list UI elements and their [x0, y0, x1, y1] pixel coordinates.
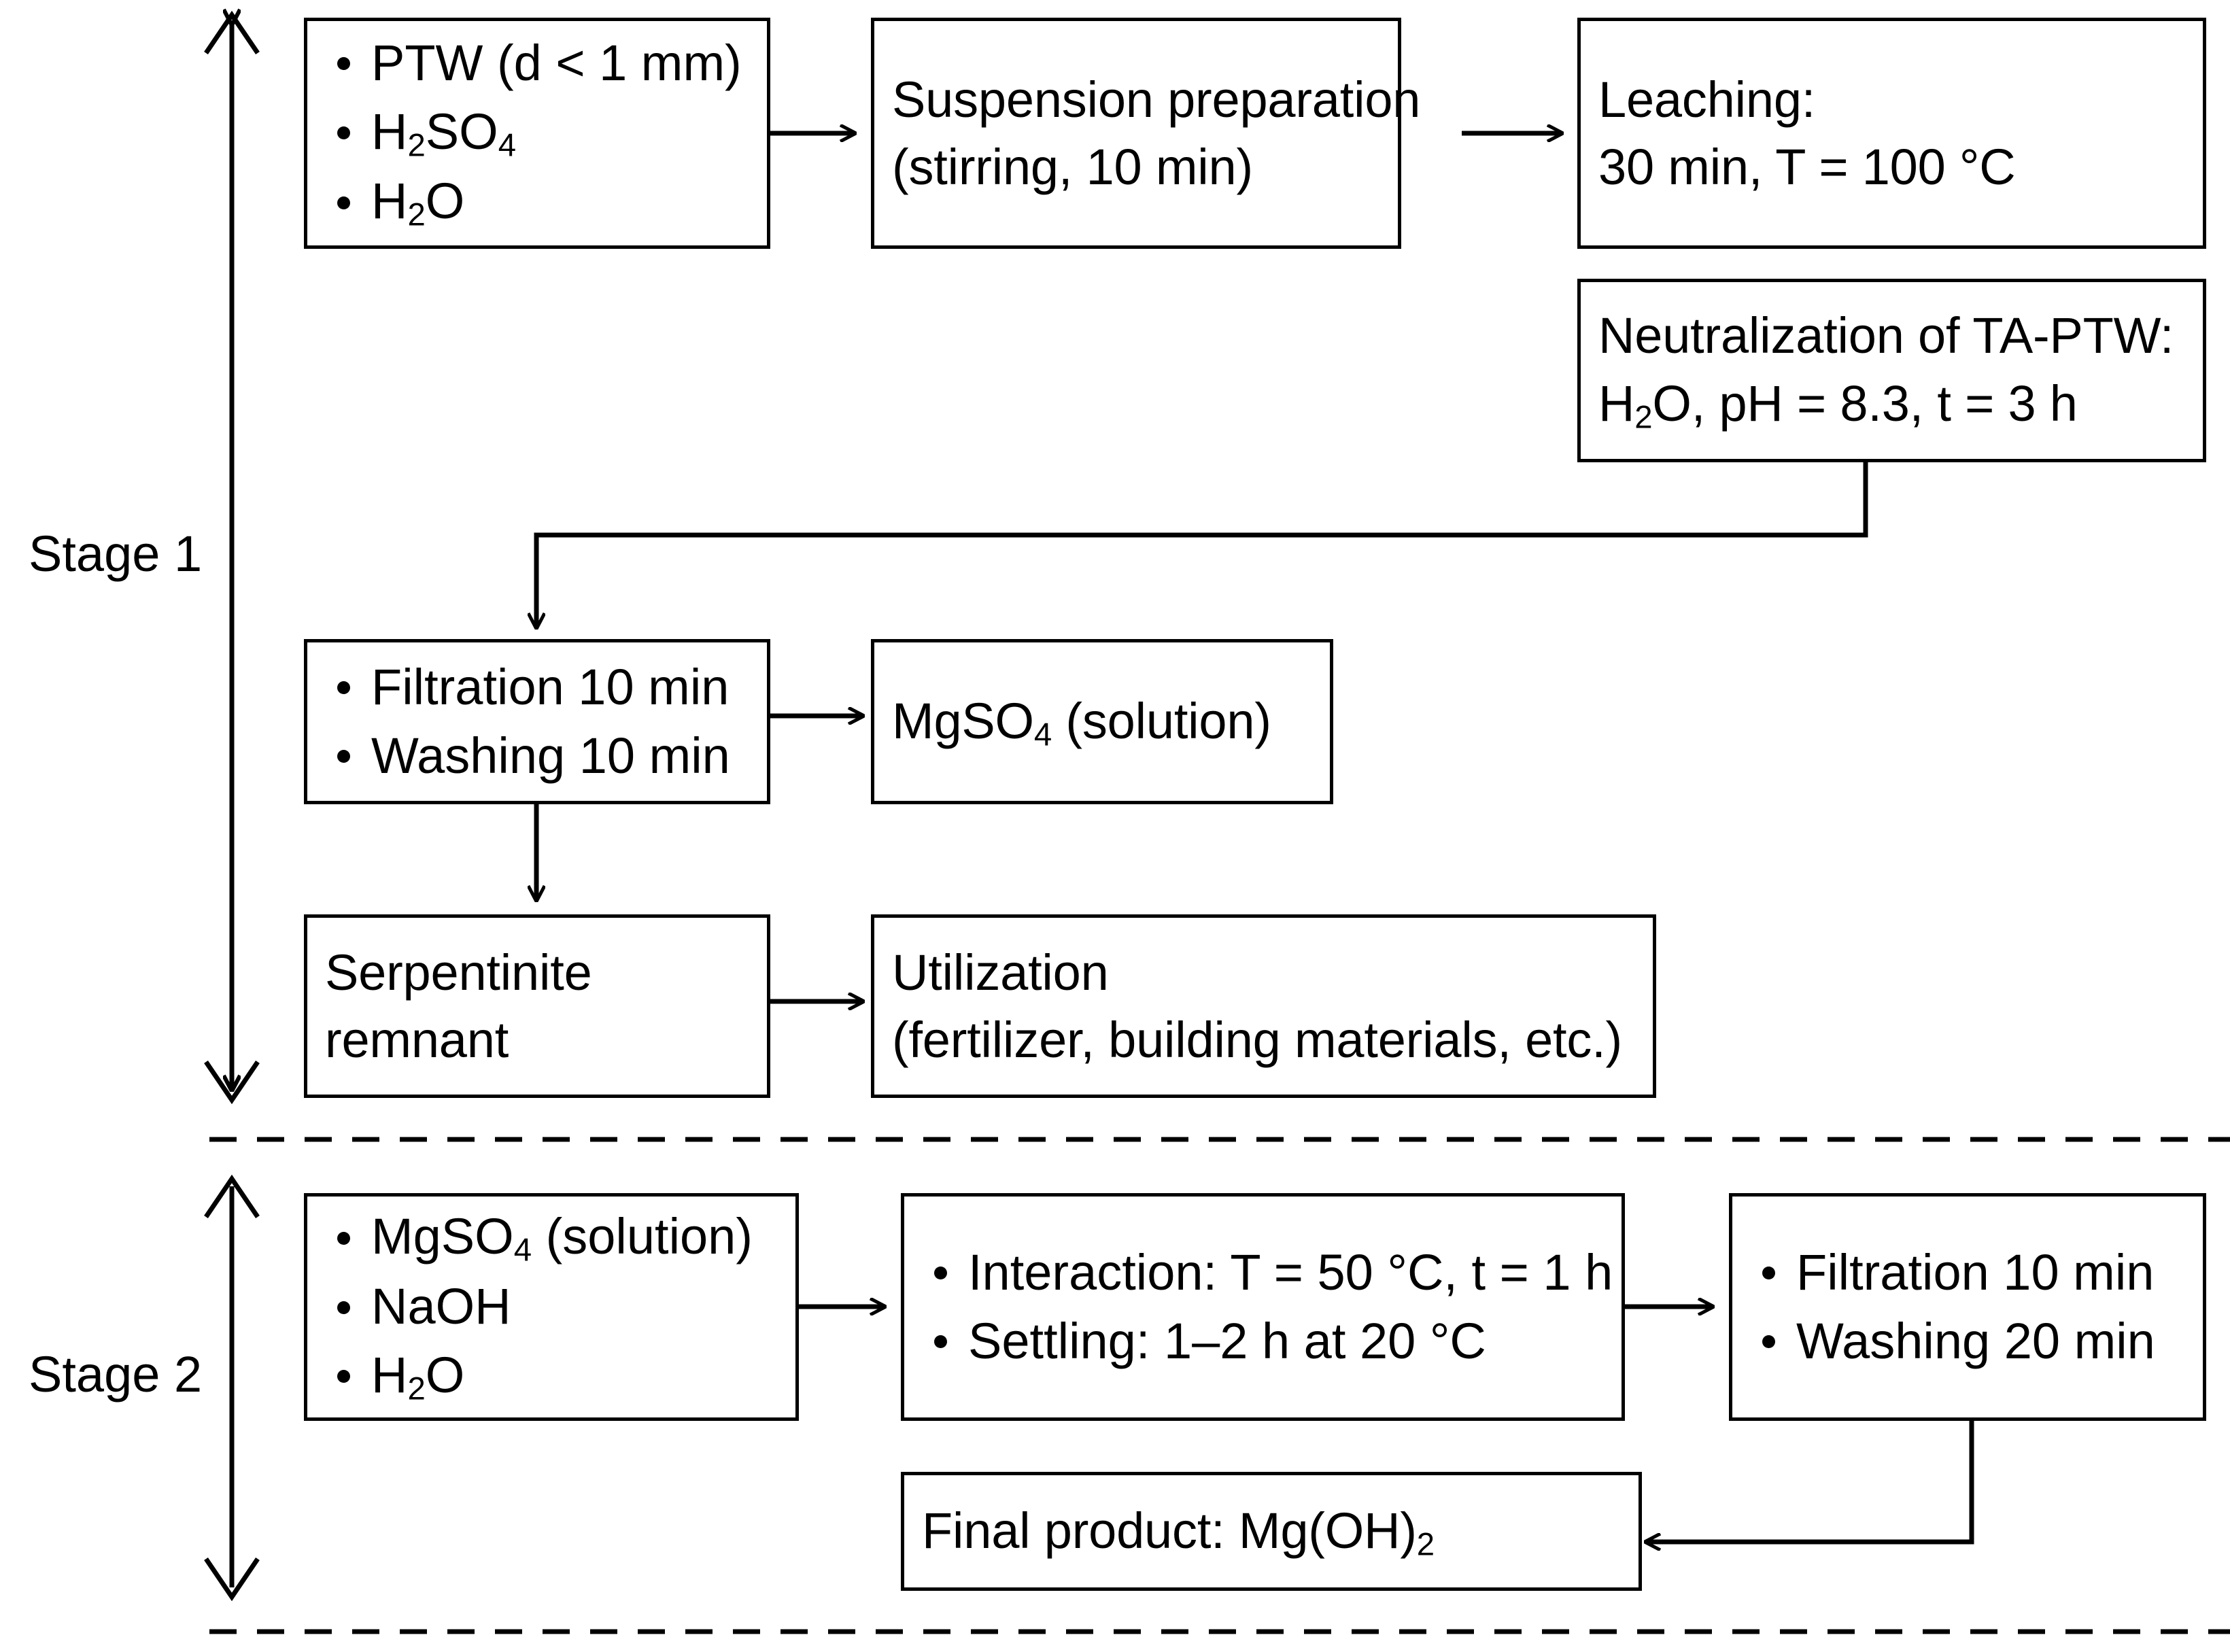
leaching-text: Leaching: 30 min, T = 100 °C	[1581, 66, 2203, 201]
text-line: (stirring, 10 min)	[892, 139, 1253, 195]
utilization-box[interactable]: Utilization (fertilizer, building materi…	[871, 914, 1656, 1098]
stage-1-label: Stage 1	[29, 526, 203, 582]
neutralization-box[interactable]: Neutralization of TA-PTW: H2O, pH = 8.3,…	[1577, 279, 2206, 462]
arrow-neutralization-to-filtration	[536, 462, 1868, 628]
interaction-list: Interaction: T = 50 °C, t = 1 h Settling…	[904, 1239, 1622, 1375]
text-line: Suspension preparation	[892, 71, 1421, 128]
stage2-reagents-box[interactable]: MgSO4 (solution) NaOH H2O	[304, 1193, 799, 1421]
mgso4-text: MgSO4 (solution)	[874, 687, 1330, 757]
stage2-reagents-list: MgSO4 (solution) NaOH H2O	[307, 1203, 795, 1411]
text-line: Neutralization of TA-PTW:	[1598, 307, 2174, 364]
stage1-extent-arrow	[204, 15, 260, 1105]
text-line: MgSO4 (solution)	[892, 692, 1271, 753]
list-item: NaOH	[325, 1273, 778, 1341]
list-item: Filtration 10 min	[1750, 1239, 2185, 1307]
list-item: H2O	[325, 1341, 778, 1411]
serpentinite-text: Serpentinite remnant	[307, 939, 767, 1073]
suspension-text: Suspension preparation (stirring, 10 min…	[874, 66, 1421, 201]
filtration-washing-stage1-box[interactable]: Filtration 10 min Washing 10 min	[304, 639, 770, 804]
final-product-box[interactable]: Final product: Mg(OH)2	[901, 1472, 1642, 1591]
interaction-settling-box[interactable]: Interaction: T = 50 °C, t = 1 h Settling…	[901, 1193, 1625, 1421]
stage2-extent-arrow	[204, 1174, 260, 1602]
suspension-preparation-box[interactable]: Suspension preparation (stirring, 10 min…	[871, 18, 1421, 249]
text-line: (fertilizer, building materials, etc.)	[892, 1012, 1622, 1068]
list-item: H2O	[325, 167, 749, 237]
text-line: Serpentinite	[325, 944, 592, 1001]
text-line: Utilization	[892, 944, 1109, 1001]
list-item: MgSO4 (solution)	[325, 1203, 778, 1273]
filtration1-list: Filtration 10 min Washing 10 min	[307, 653, 767, 790]
list-item: Interaction: T = 50 °C, t = 1 h	[922, 1239, 1613, 1307]
list-item: Filtration 10 min	[325, 653, 749, 722]
stage-2-label: Stage 2	[29, 1346, 203, 1403]
text-line: H2O, pH = 8.3, t = 3 h	[1598, 375, 2078, 436]
list-item: Washing 20 min	[1750, 1307, 2185, 1376]
neutralization-text: Neutralization of TA-PTW: H2O, pH = 8.3,…	[1581, 302, 2203, 438]
raw-materials-list: PTW (d < 1 mm) H2SO4 H2O	[307, 29, 767, 237]
list-item: PTW (d < 1 mm)	[325, 29, 749, 98]
mgso4-solution-box[interactable]: MgSO4 (solution)	[871, 639, 1333, 804]
list-item: H2SO4	[325, 98, 749, 168]
leaching-box[interactable]: Leaching: 30 min, T = 100 °C	[1577, 18, 2206, 249]
filtration-washing-stage2-box[interactable]: Filtration 10 min Washing 20 min	[1729, 1193, 2206, 1421]
raw-materials-box[interactable]: PTW (d < 1 mm) H2SO4 H2O	[304, 18, 770, 249]
text-line: 30 min, T = 100 °C	[1598, 139, 2016, 195]
arrow-filtration2-to-final-product	[1645, 1406, 1974, 1542]
list-item: Settling: 1–2 h at 20 °C	[922, 1307, 1604, 1376]
utilization-text: Utilization (fertilizer, building materi…	[874, 939, 1653, 1073]
text-line: remnant	[325, 1012, 509, 1068]
filtration2-list: Filtration 10 min Washing 20 min	[1732, 1239, 2203, 1375]
list-item: Washing 10 min	[325, 722, 749, 791]
text-line: Leaching:	[1598, 71, 1816, 128]
serpentinite-remnant-box[interactable]: Serpentinite remnant	[304, 914, 770, 1098]
text-line: Final product: Mg(OH)2	[922, 1502, 1435, 1562]
final-product-text: Final product: Mg(OH)2	[904, 1497, 1639, 1566]
